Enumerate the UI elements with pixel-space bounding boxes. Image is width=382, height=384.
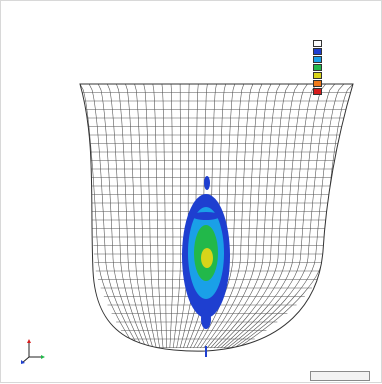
legend-row	[313, 71, 365, 79]
legend-swatch	[313, 63, 322, 71]
contour-region	[182, 176, 230, 329]
legend-swatch	[313, 39, 322, 47]
legend-title	[313, 31, 365, 39]
header-line	[9, 66, 149, 75]
header-line	[9, 55, 149, 64]
header-line	[9, 20, 149, 29]
contour-legend	[313, 31, 365, 95]
header-line	[9, 44, 149, 53]
axis-triad-icon	[21, 339, 45, 364]
header-line	[9, 9, 149, 18]
legend-row	[313, 55, 365, 63]
legend-swatch	[313, 47, 322, 55]
legend-swatch	[313, 87, 322, 95]
shell-mesh	[80, 84, 353, 352]
header-line	[9, 31, 149, 40]
legend-swatch	[313, 79, 322, 87]
legend-swatch	[313, 71, 322, 79]
legend-row	[313, 39, 365, 47]
legend-swatch	[313, 55, 322, 63]
legend-row	[313, 79, 365, 87]
legend-row	[313, 47, 365, 55]
header-info	[9, 9, 149, 77]
legend-row	[313, 87, 365, 95]
legend-row	[313, 63, 365, 71]
status-bar	[310, 371, 370, 381]
